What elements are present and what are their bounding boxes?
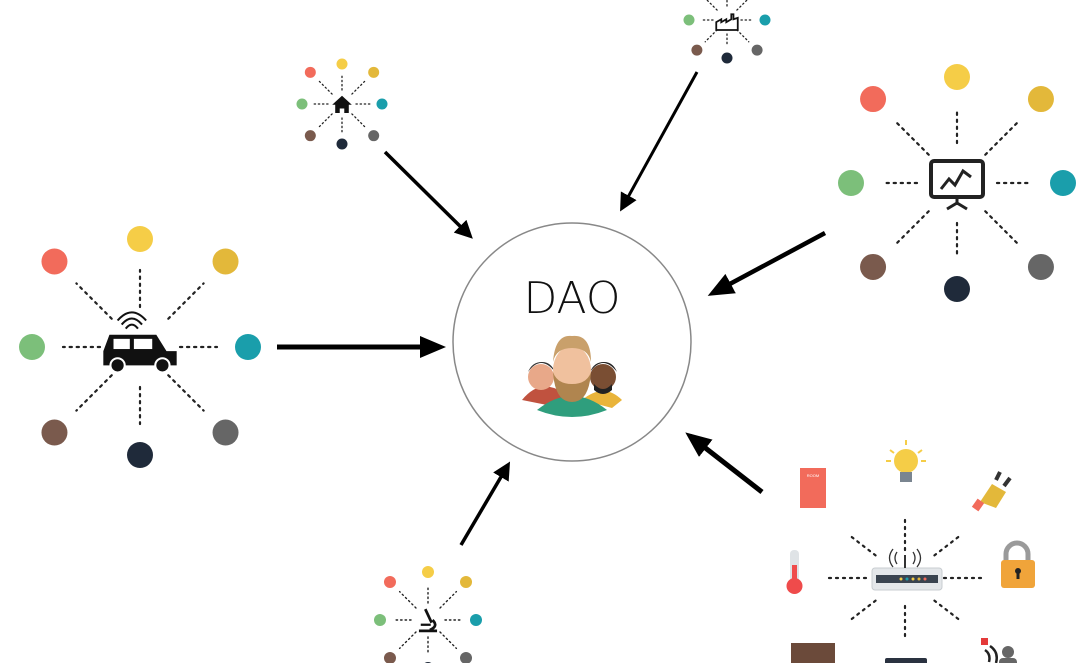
dotted-connector [846, 533, 877, 557]
thermometer-icon [786, 550, 803, 594]
node-dot-coral [383, 575, 396, 588]
car-cluster [19, 226, 261, 468]
dao-title: DAO [523, 273, 620, 324]
dotted-connector [75, 282, 113, 320]
node-dot-green [838, 170, 864, 196]
node-dot-navy [944, 276, 970, 302]
dotted-connector [351, 80, 366, 95]
arrow-factory-to-dao [620, 71, 699, 212]
furniture-icon [791, 643, 835, 663]
dotted-connector [439, 631, 458, 650]
node-dot-brown [691, 44, 703, 56]
node-dot-gold [460, 575, 473, 588]
node-dot-green [296, 98, 308, 110]
dotted-connector [984, 119, 1021, 156]
node-dot-gray [212, 419, 239, 446]
lock-icon [1001, 540, 1035, 588]
node-dot-teal [759, 14, 771, 26]
dotted-connector [736, 0, 748, 11]
door-label: ROOM [807, 473, 819, 478]
dotted-connector [398, 631, 417, 650]
node-dot-green [19, 334, 45, 360]
lightbulb-icon [886, 440, 926, 482]
house-icon [332, 95, 352, 114]
arrow-iot-to-dao [685, 432, 764, 494]
node-dot-yellow [336, 58, 348, 70]
factory-cluster [683, 0, 771, 64]
door-icon: ROOM [800, 468, 826, 508]
dotted-connector [318, 80, 333, 95]
node-dot-teal [376, 98, 388, 110]
microscope-icon [418, 608, 438, 633]
dotted-connector [439, 590, 458, 609]
dotted-connector [704, 29, 718, 43]
node-dot-gray [368, 130, 380, 142]
people-icon [522, 335, 622, 417]
arrow-house-to-dao [383, 150, 473, 239]
arrow-microscope-to-dao [459, 461, 511, 546]
dotted-connector [167, 374, 205, 412]
node-dot-teal [1050, 170, 1076, 196]
dotted-connector [933, 599, 964, 623]
dotted-connector [893, 119, 930, 156]
node-dot-gold [1027, 86, 1054, 113]
router-icon [871, 548, 943, 591]
node-dot-navy [127, 442, 153, 468]
node-dot-brown [304, 130, 316, 142]
microscope-cluster [374, 566, 482, 663]
motion-sensor-icon [981, 638, 1017, 663]
node-dot-coral [41, 248, 68, 275]
node-dot-brown [41, 419, 68, 446]
dotted-connector [893, 210, 930, 247]
node-dot-brown [860, 253, 887, 280]
dotted-connector [706, 0, 718, 11]
node-dot-navy [721, 52, 733, 64]
dotted-connector [75, 374, 113, 412]
arrow-monitor-to-dao [707, 231, 827, 296]
node-dot-gray [751, 44, 763, 56]
chart-monitor-icon [929, 159, 985, 211]
node-dot-coral [304, 66, 316, 78]
iot-cluster: ROOM [786, 440, 1035, 663]
dotted-connector [984, 210, 1021, 247]
dotted-connector [933, 533, 964, 557]
node-dot-yellow [422, 566, 434, 578]
factory-icon [715, 13, 739, 31]
node-dot-gray [460, 652, 473, 663]
dotted-connector [736, 29, 750, 43]
dotted-connector [318, 113, 333, 128]
node-dot-coral [860, 86, 887, 113]
node-dot-yellow [944, 64, 970, 90]
node-dot-yellow [127, 226, 153, 252]
house-cluster [296, 58, 388, 150]
dotted-connector [398, 590, 417, 609]
node-dot-teal [470, 614, 482, 626]
node-dot-gray [1027, 253, 1054, 280]
node-dot-green [683, 14, 695, 26]
car-icon [103, 311, 177, 374]
node-dot-brown [383, 652, 396, 663]
node-dot-green [374, 614, 386, 626]
dotted-connector [167, 282, 205, 320]
node-dot-teal [235, 334, 261, 360]
node-dot-gold [368, 66, 380, 78]
dotted-connector [351, 113, 366, 128]
plug-icon [971, 471, 1012, 512]
dao-node: DAO [452, 222, 692, 462]
dotted-connector [846, 599, 877, 623]
monitor-cluster [838, 64, 1076, 302]
tablet-icon [885, 658, 927, 663]
node-dot-navy [336, 138, 348, 150]
node-dot-gold [212, 248, 239, 275]
